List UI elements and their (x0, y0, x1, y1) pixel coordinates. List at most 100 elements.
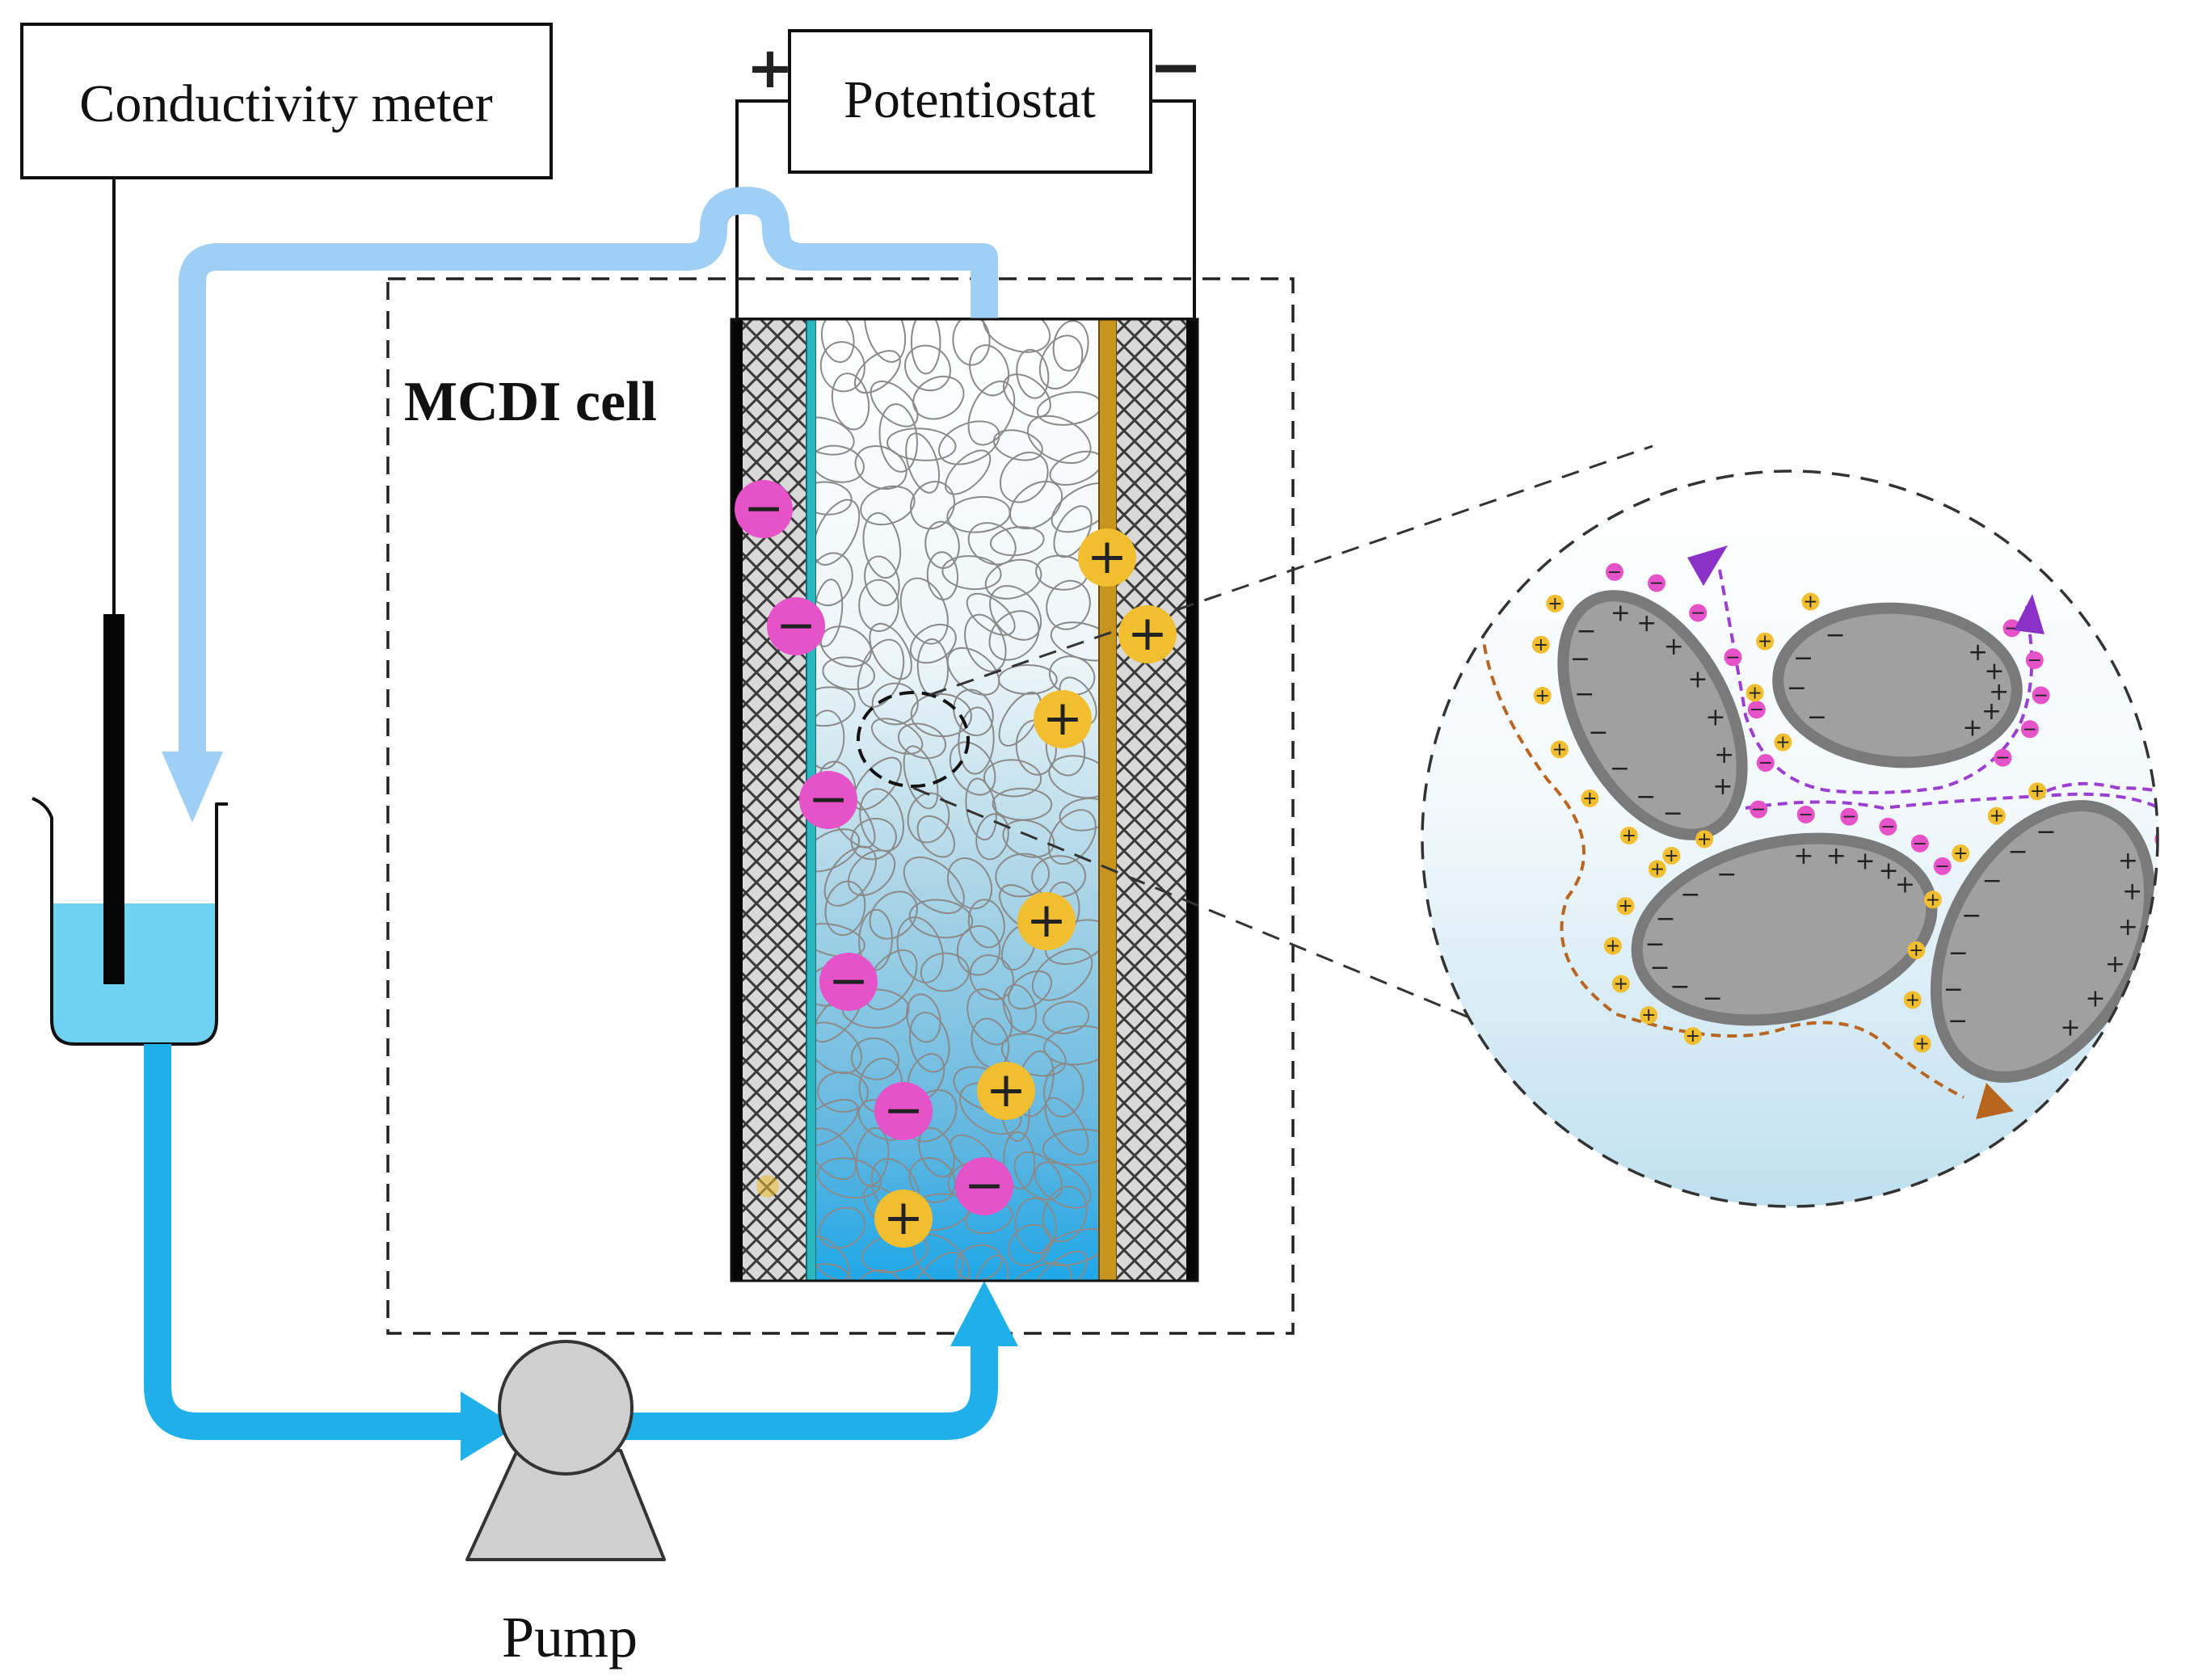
surface-charge: − (1982, 866, 2002, 895)
svg-text:−: − (2166, 873, 2180, 893)
surface-charge: + (1826, 842, 1847, 870)
channel-particle (823, 845, 877, 907)
svg-text:+: + (1926, 890, 1940, 910)
svg-text:−: − (2023, 719, 2037, 739)
feed-tube-out (614, 1341, 998, 1440)
channel-particle (1046, 579, 1091, 630)
surface-charge: + (2122, 878, 2142, 906)
svg-text:+: + (1582, 789, 1597, 809)
carbon-particle (1930, 800, 2156, 1083)
svg-text:−: − (883, 1082, 924, 1139)
channel-particle (1038, 335, 1084, 389)
channel-particle (1034, 1161, 1092, 1209)
channel-particle (816, 1127, 857, 1181)
svg-text:−: − (1691, 604, 1705, 624)
channel-particle (988, 610, 1040, 661)
minus-terminal-label: − (1148, 29, 1202, 104)
counter-ion: − (1747, 700, 1766, 720)
channel-particle (908, 1012, 950, 1073)
counter-ion: + (1903, 990, 1922, 1010)
channel-particle (924, 520, 960, 570)
svg-text:−: − (1880, 817, 1895, 837)
anion-path-arrowhead-2 (2014, 594, 2045, 634)
channel-particle (1005, 1262, 1072, 1281)
svg-text:−: − (1798, 805, 1813, 825)
svg-text:−: − (1607, 562, 1622, 583)
potentiostat: Potentiostat + − (747, 29, 1203, 174)
channel-particle (886, 427, 957, 461)
svg-text:+: + (1042, 690, 1083, 747)
channel-particle (984, 558, 1042, 600)
surface-charge: − (1793, 644, 1813, 672)
surface-charge: − (2008, 838, 2028, 866)
svg-text:+: + (1552, 739, 1567, 760)
anion-migration-path (1718, 569, 2034, 794)
surface-charge: + (1984, 657, 2004, 685)
channel-particle (903, 856, 965, 915)
counter-ion: − (1750, 800, 1768, 820)
counter-ion: + (1987, 806, 2006, 827)
channel-particle (857, 638, 905, 708)
surface-charge: + (1962, 714, 1982, 743)
svg-text:+: + (1953, 844, 1968, 864)
channel-particle (945, 449, 992, 495)
surface-charge: + (1989, 678, 2009, 706)
channel-particle (1003, 373, 1051, 418)
anion-ion: − (874, 1082, 933, 1140)
channel-particle (1003, 1131, 1036, 1190)
channel-particle (1014, 1197, 1057, 1254)
counter-ion: + (1533, 686, 1552, 706)
channel-particle (907, 792, 950, 844)
channel-particle (971, 1254, 1009, 1281)
channel-particle (1044, 1097, 1089, 1156)
channel-particle (967, 380, 1016, 446)
surface-charge: − (1588, 718, 1608, 747)
counter-ion: − (1910, 834, 1929, 854)
channel-particle (966, 592, 1016, 636)
left-electrode (734, 319, 806, 1281)
svg-text:−: − (1842, 807, 1856, 827)
channel-particle (816, 579, 844, 647)
channel-particle (820, 319, 855, 364)
carbon-particles (1557, 590, 2156, 1083)
surface-charge: − (1570, 645, 1590, 673)
svg-text:+: + (1641, 1005, 1656, 1025)
counter-ion: − (1606, 562, 1623, 583)
anion-ion: − (955, 1157, 1013, 1215)
channel-particle (816, 1235, 850, 1281)
mcdi-cell-label: MCDI cell (404, 371, 657, 433)
counter-ion: + (1907, 941, 1926, 961)
counter-ion: + (1531, 635, 1550, 655)
surface-charge: − (1948, 1007, 1968, 1035)
channel-particle (1008, 1223, 1052, 1267)
mcdi-cell-boundary (386, 277, 1295, 1335)
surface-charge: − (1943, 975, 1964, 1004)
channel-particle (1048, 755, 1099, 799)
svg-text:+: + (1747, 683, 1762, 703)
channel-particle (1042, 1000, 1090, 1034)
conductivity-probe (103, 614, 124, 984)
svg-text:−: − (2004, 618, 2019, 638)
surface-charge: + (1968, 638, 1988, 667)
channel-particle (909, 1251, 963, 1281)
channel-particle (1051, 482, 1099, 533)
svg-text:+: + (986, 1062, 1026, 1118)
channel-particle (816, 499, 861, 566)
channel-particle (860, 485, 916, 526)
channel-particle (910, 481, 955, 530)
counter-ion: − (1879, 817, 1897, 837)
svg-text:−: − (1725, 647, 1740, 667)
surface-charge: + (2118, 847, 2138, 875)
anion-ion: − (735, 480, 793, 538)
channel-particle (946, 646, 1000, 696)
channel-particle (906, 993, 941, 1043)
beaker-glass (32, 797, 228, 1046)
surface-charge: − (1644, 930, 1665, 958)
counter-ion: + (1611, 975, 1630, 995)
surface-charge: − (1961, 902, 1981, 930)
return-tube (179, 187, 998, 756)
channel-particle (1026, 415, 1092, 465)
surface-charge: − (1680, 880, 1700, 908)
surface-charge: − (1670, 972, 1690, 1000)
